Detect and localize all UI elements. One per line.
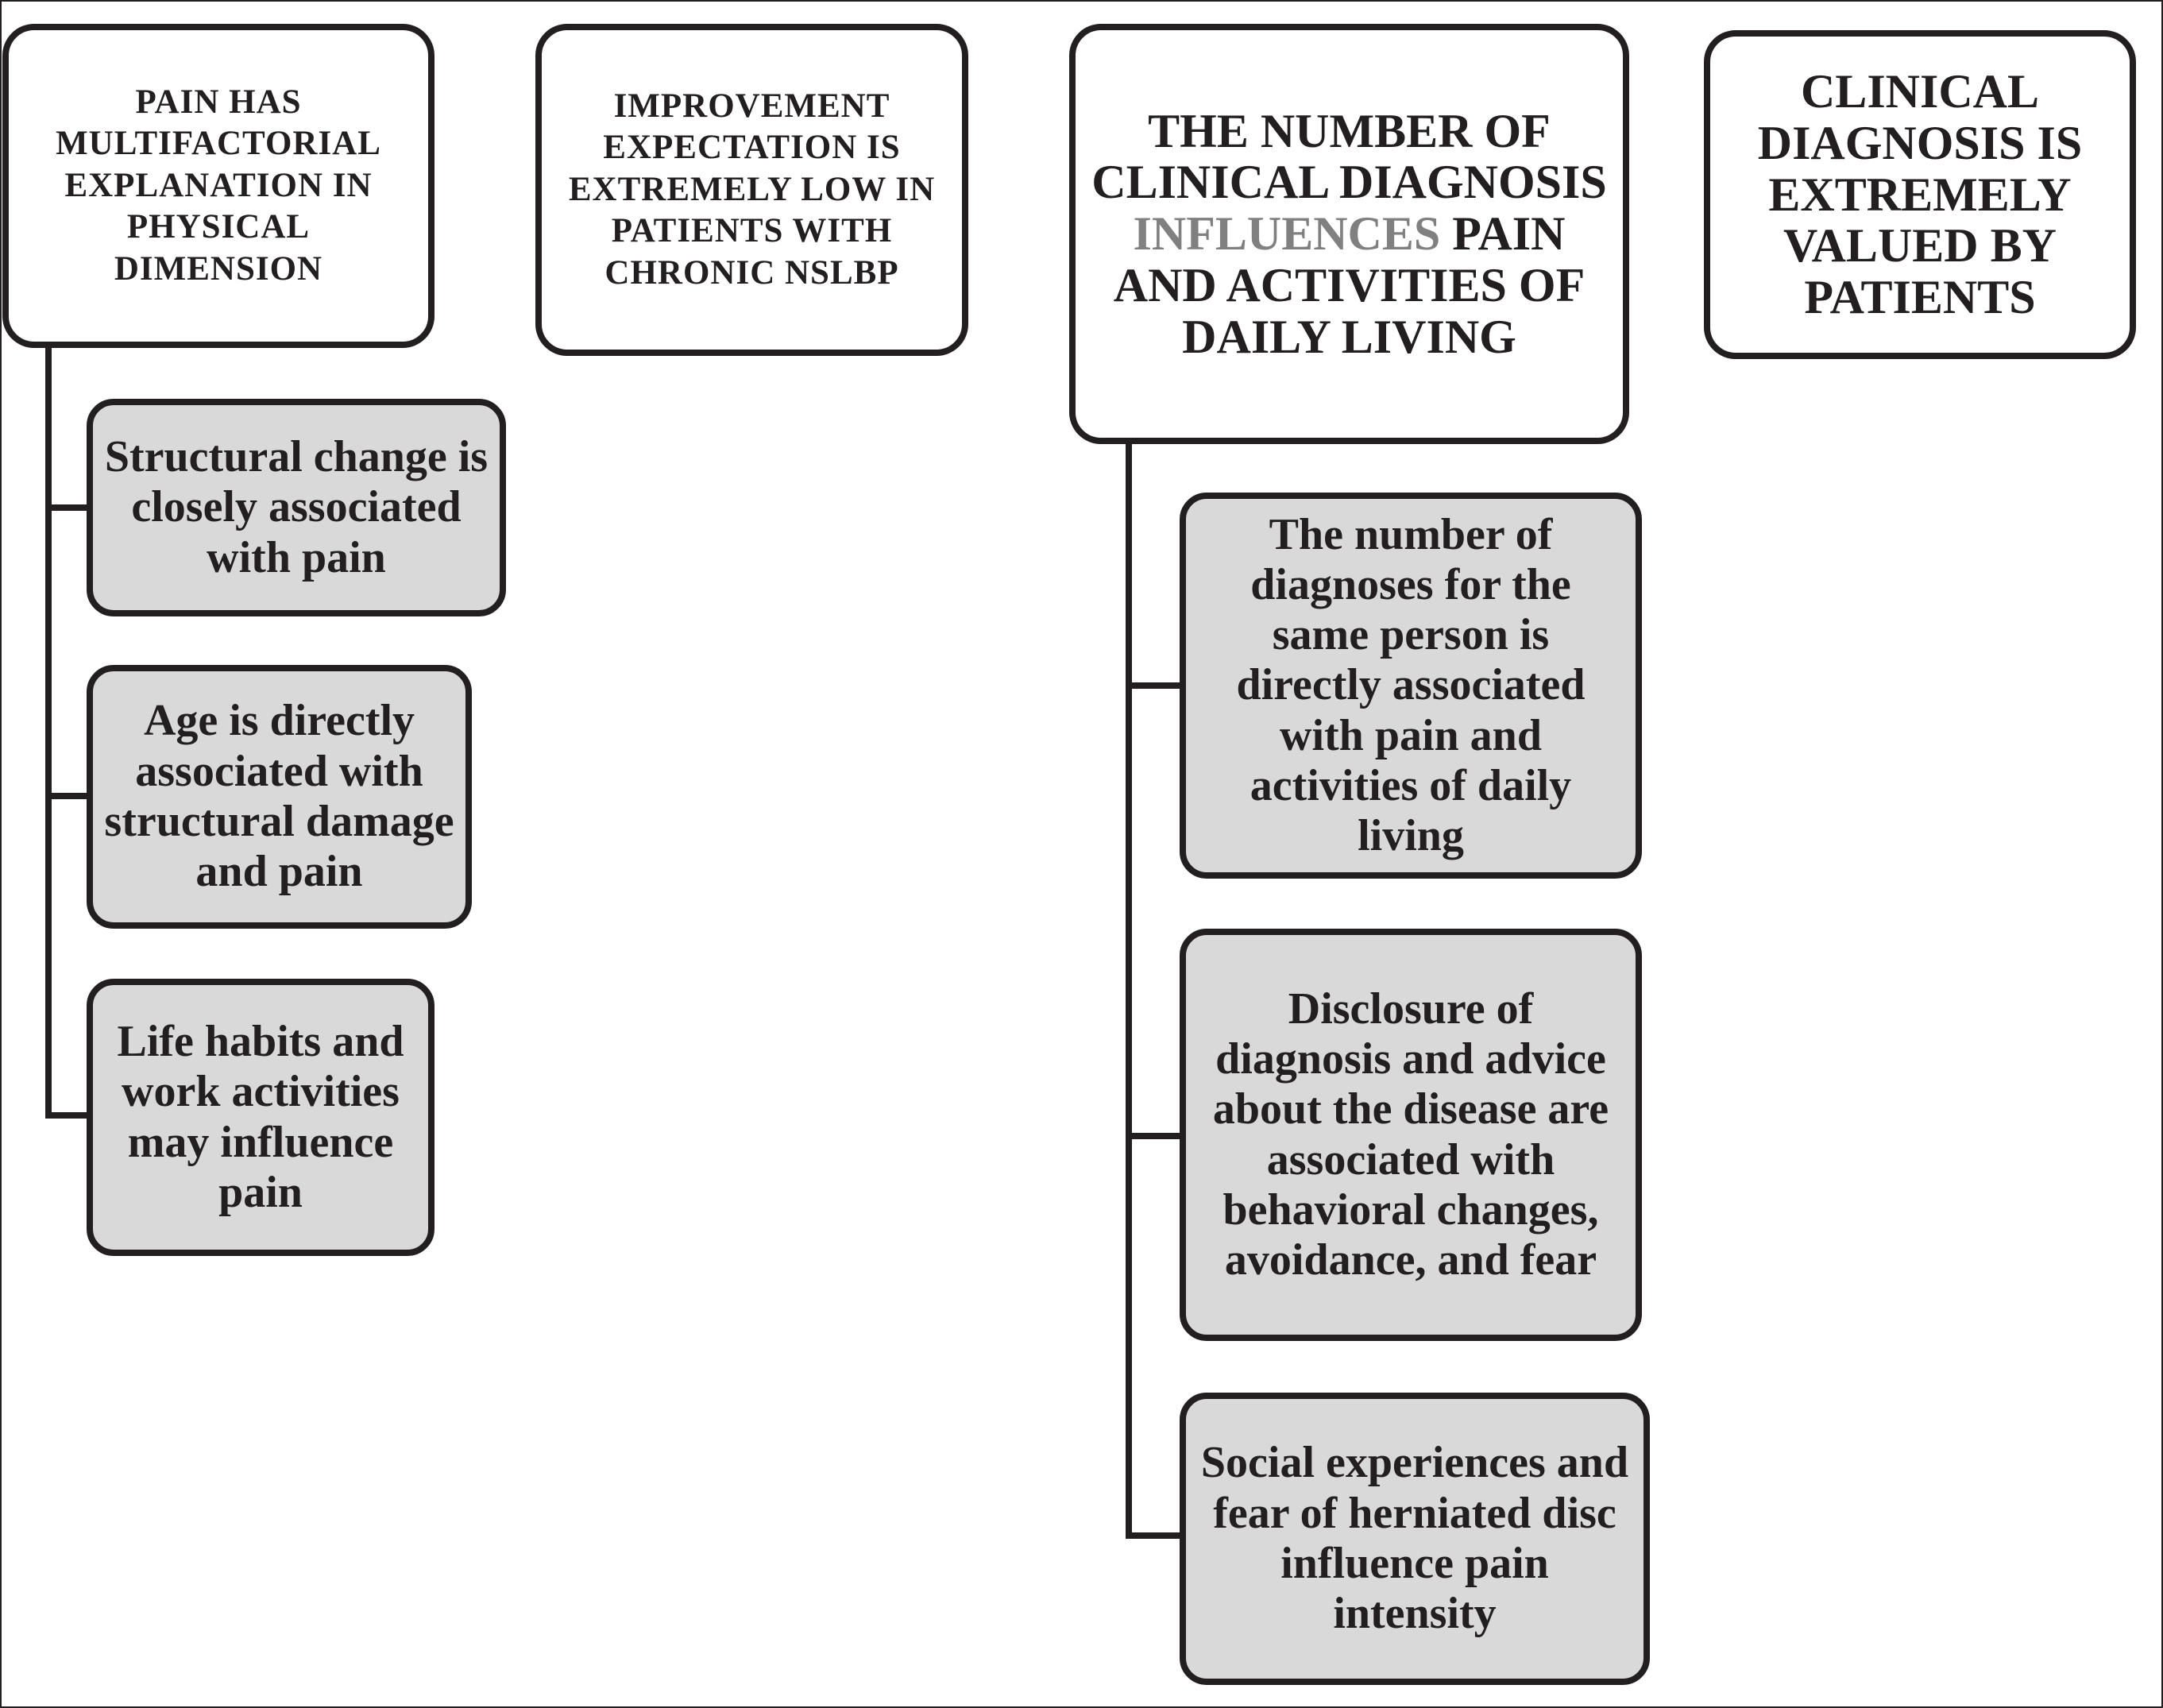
heading-text: CLINICAL DIAGNOSIS IS EXTREMELY VALUED B… xyxy=(1757,65,2083,324)
heading-text: THE NUMBER OF CLINICAL DIAGNOSIS INFLUEN… xyxy=(1091,104,1607,363)
heading-improvement-expectation: IMPROVEMENT EXPECTATION IS EXTREMELY LOW… xyxy=(535,24,968,356)
node-life-habits: Life habits and work activities may infl… xyxy=(87,979,435,1256)
connector-left-1 xyxy=(45,504,90,511)
node-number-of-diagnoses: The number of diagnoses for the same per… xyxy=(1180,493,1642,879)
heading-text: PAIN HAS MULTIFACTORIAL EXPLANATION IN P… xyxy=(56,83,381,288)
connector-right-vertical xyxy=(1126,437,1132,1539)
heading-physical-dimension: PAIN HAS MULTIFACTORIAL EXPLANATION IN P… xyxy=(2,24,435,348)
connector-right-1 xyxy=(1126,682,1183,689)
connector-left-vertical xyxy=(45,342,52,1119)
connector-right-2 xyxy=(1126,1133,1183,1139)
highlight-influences: INFLUENCES xyxy=(1133,207,1441,261)
heading-number-of-diagnosis: THE NUMBER OF CLINICAL DIAGNOSIS INFLUEN… xyxy=(1069,24,1629,444)
connector-left-3 xyxy=(45,1112,90,1119)
node-age: Age is directly associated with structur… xyxy=(87,665,472,929)
node-social-experiences: Social experiences and fear of herniated… xyxy=(1180,1393,1650,1685)
connector-left-2 xyxy=(45,793,90,799)
node-disclosure: Disclosure of diagnosis and advice about… xyxy=(1180,929,1642,1341)
heading-text: IMPROVEMENT EXPECTATION IS EXTREMELY LOW… xyxy=(568,87,936,292)
node-structural-change: Structural change is closely associated … xyxy=(87,399,506,616)
heading-diagnosis-valued: CLINICAL DIAGNOSIS IS EXTREMELY VALUED B… xyxy=(1704,30,2136,359)
connector-right-3 xyxy=(1126,1532,1183,1539)
